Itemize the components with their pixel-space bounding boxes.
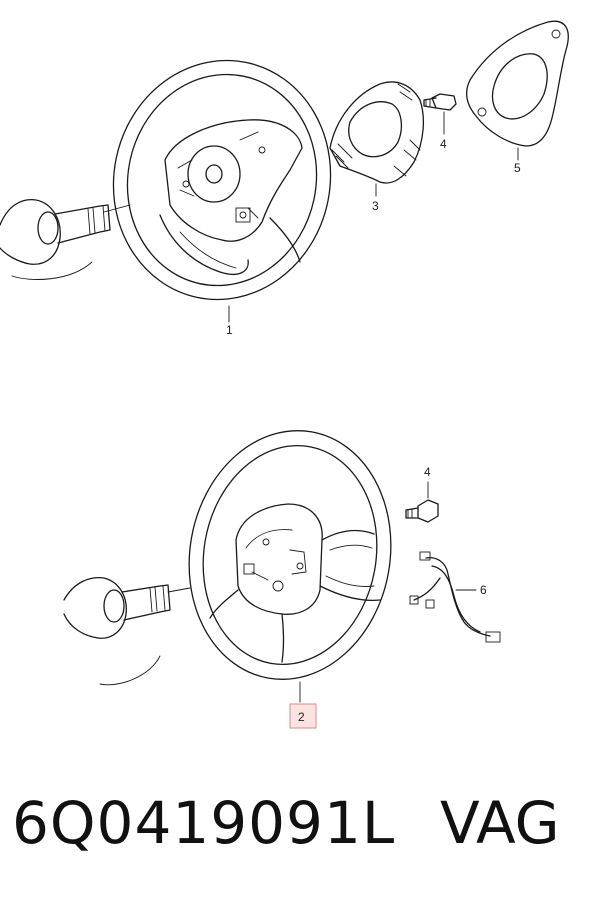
bolt-4-bottom xyxy=(405,499,439,523)
callout-3: 3 xyxy=(372,199,379,213)
caption-bar: 6Q0419091L VAG xyxy=(0,778,600,868)
callout-2-highlight xyxy=(289,703,317,729)
parts-diagram: 1 3 4 5 xyxy=(0,20,569,729)
airbag-trim-3 xyxy=(329,81,424,184)
cover-plate-5 xyxy=(465,20,569,147)
brand-label: VAG xyxy=(440,789,560,857)
callout-4-bottom: 4 xyxy=(424,465,431,479)
part-number: 6Q0419091L xyxy=(12,789,396,857)
wiring-harness-6 xyxy=(409,551,501,643)
steering-wheel-1 xyxy=(112,59,332,301)
top-assembly: 1 3 4 5 xyxy=(0,20,569,337)
bottom-assembly: 2 4 6 xyxy=(63,430,501,729)
leader-shaft-bottom xyxy=(167,587,191,593)
steering-column-bottom xyxy=(63,576,171,686)
leader-shaft-top xyxy=(103,204,131,213)
callout-4-top: 4 xyxy=(440,137,447,151)
callout-6: 6 xyxy=(480,583,487,597)
callout-1: 1 xyxy=(226,323,233,337)
steering-column-top xyxy=(0,199,111,280)
callout-2: 2 xyxy=(298,710,305,724)
steering-wheel-2 xyxy=(188,430,392,680)
callout-5: 5 xyxy=(514,161,521,175)
bolt-4-top xyxy=(423,93,457,111)
